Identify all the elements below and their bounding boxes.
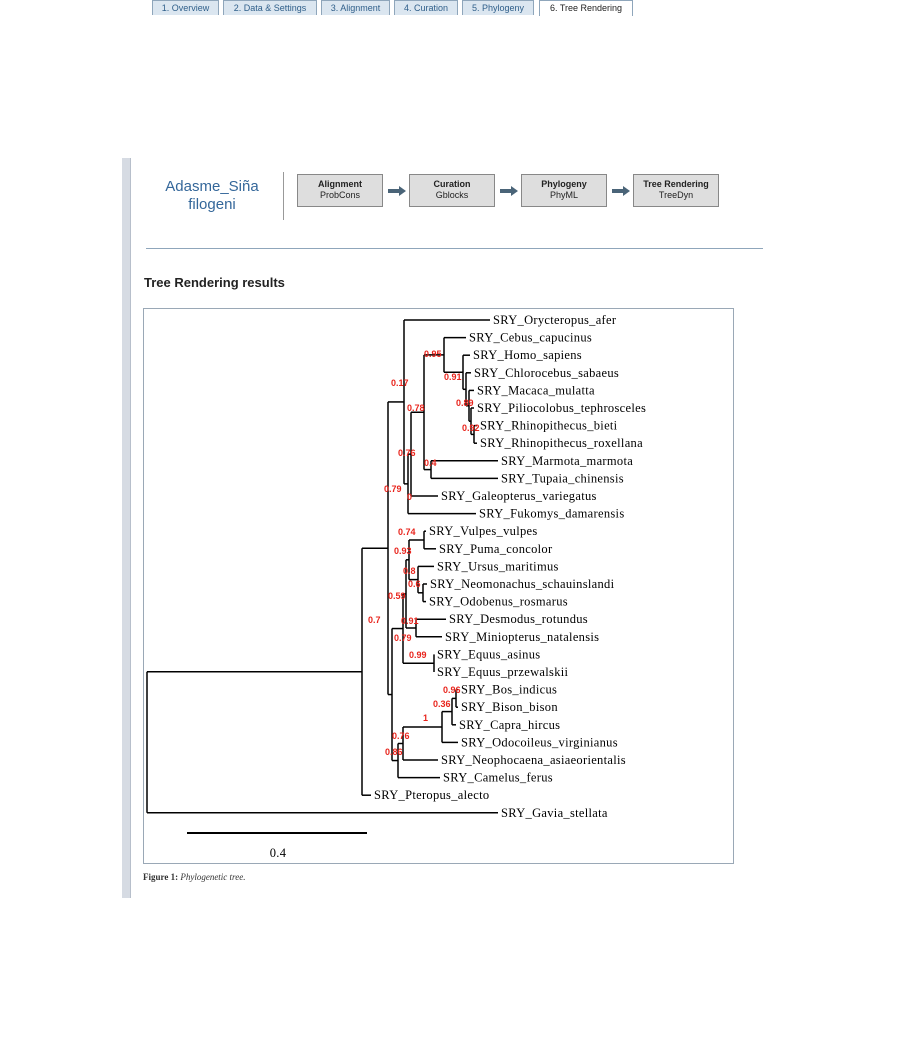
support-value-label: 0.7	[368, 615, 381, 625]
tree-leaf-label: SRY_Puma_concolor	[439, 542, 553, 556]
caption-text: Phylogenetic tree.	[180, 872, 246, 882]
tree-leaf-label: SRY_Neophocaena_asiaeorientalis	[441, 753, 626, 767]
brand-separator	[283, 172, 284, 220]
tree-leaf-label: SRY_Desmodus_rotundus	[449, 612, 588, 626]
pipeline-step-title: Tree Rendering	[643, 179, 709, 189]
tree-leaf-label: SRY_Odocoileus_virginianus	[461, 735, 618, 749]
support-value-label: 0.79	[394, 633, 412, 643]
caption-prefix: Figure 1:	[143, 872, 179, 882]
support-value-label: 0.92	[462, 423, 480, 433]
support-value-label: 0.86	[385, 747, 403, 757]
pipeline-step-tool: TreeDyn	[658, 190, 694, 200]
brand-line-1: Adasme_Siña	[165, 178, 259, 195]
support-value-label: 0.99	[409, 650, 427, 660]
support-value-label: 0	[407, 492, 412, 502]
tab-baseline	[146, 248, 763, 249]
figure-caption: Figure 1: Phylogenetic tree.	[143, 872, 245, 882]
tab-data-settings[interactable]: 2. Data & Settings	[223, 0, 317, 15]
left-border-bar	[122, 158, 131, 898]
tree-leaf-label: SRY_Chlorocebus_sabaeus	[474, 366, 619, 380]
support-value-label: 0.8	[403, 566, 416, 576]
tree-leaf-label: SRY_Rhinopithecus_roxellana	[480, 436, 643, 450]
tree-leaf-label: SRY_Ursus_maritimus	[437, 559, 559, 573]
support-value-label: 0.93	[394, 546, 412, 556]
pipeline-arrow-icon	[500, 186, 518, 196]
pipeline-step-tool: PhyML	[549, 190, 578, 200]
tab-alignment[interactable]: 3. Alignment	[321, 0, 390, 15]
tree-leaf-label: SRY_Miniopterus_natalensis	[445, 630, 599, 644]
pipeline-step-alignment[interactable]: Alignment ProbCons	[297, 174, 383, 207]
support-value-label: 0.78	[407, 403, 425, 413]
support-value-label: 0.89	[456, 398, 474, 408]
pipeline-step-title: Curation	[433, 179, 471, 189]
tree-leaf-label: SRY_Neomonachus_schauinslandi	[430, 577, 615, 591]
tree-leaf-label: SRY_Rhinopithecus_bieti	[480, 419, 618, 433]
tree-support-values: 0.95 0.91 0.89 0.92 0.17 0.78 0.76 0.4 0.79 0 0.74…	[368, 349, 480, 757]
tree-leaf-label: SRY_Homo_sapiens	[473, 348, 582, 362]
tree-leaf-label: SRY_Odobenus_rosmarus	[429, 595, 568, 609]
brand-title[interactable]: Adasme_Siña filogeni	[152, 178, 272, 214]
support-value-label: 0.4	[424, 458, 437, 468]
pipeline-step-title: Phylogeny	[541, 179, 587, 189]
tree-leaf-label: SRY_Vulpes_vulpes	[429, 524, 538, 538]
pipeline-arrow-icon	[388, 186, 406, 196]
support-value-label: 0.95	[424, 349, 442, 359]
support-value-label: 0.76	[398, 448, 416, 458]
tree-labels: SRY_Orycteropus_aferSRY_Cebus_capucinusS…	[374, 313, 646, 820]
tree-leaf-label: SRY_Piliocolobus_tephrosceles	[477, 401, 646, 415]
tree-leaf-label: SRY_Bos_indicus	[461, 683, 557, 697]
tree-leaf-label: SRY_Camelus_ferus	[443, 771, 553, 785]
tree-leaf-label: SRY_Galeopterus_variegatus	[441, 489, 597, 503]
tree-leaf-label: SRY_Equus_asinus	[437, 647, 540, 661]
tree-leaf-label: SRY_Capra_hircus	[459, 718, 560, 732]
tree-leaf-label: SRY_Cebus_capucinus	[469, 331, 592, 345]
tree-leaf-label: SRY_Gavia_stellata	[501, 806, 608, 820]
tree-leaf-label: SRY_Bison_bison	[461, 700, 558, 714]
tree-leaf-label: SRY_Marmota_marmota	[501, 454, 633, 468]
pipeline-step-tree-rendering[interactable]: Tree Rendering TreeDyn	[633, 174, 719, 207]
brand-line-2: filogeni	[188, 196, 236, 213]
tree-leaf-label: SRY_Pteropus_alecto	[374, 788, 489, 802]
support-value-label: 0.76	[392, 731, 410, 741]
pipeline-arrow-icon	[612, 186, 630, 196]
tab-curation[interactable]: 4. Curation	[394, 0, 458, 15]
tree-leaf-label: SRY_Orycteropus_afer	[493, 313, 617, 327]
support-value-label: 0.91	[401, 616, 419, 626]
support-value-label: 0.59	[388, 591, 406, 601]
tab-overview[interactable]: 1. Overview	[152, 0, 219, 15]
support-value-label: 0.74	[398, 527, 416, 537]
tree-leaf-label: SRY_Equus_przewalskii	[437, 665, 569, 679]
pipeline-step-tool: ProbCons	[319, 190, 361, 200]
tree-branches	[146, 319, 498, 814]
tab-phylogeny[interactable]: 5. Phylogeny	[462, 0, 534, 15]
pipeline-step-curation[interactable]: Curation Gblocks	[409, 174, 495, 207]
support-value-label: 0.17	[391, 378, 409, 388]
tree-leaf-label: SRY_Macaca_mulatta	[477, 383, 595, 397]
scale-bar-label: 0.4	[270, 846, 287, 860]
pipeline-step-phylogeny[interactable]: Phylogeny PhyML	[521, 174, 607, 207]
support-value-label: 0.96	[443, 685, 461, 695]
tree-figure	[143, 308, 734, 864]
pipeline-step-tool: Gblocks	[435, 190, 469, 200]
support-value-label: 0.79	[384, 484, 402, 494]
section-title: Tree Rendering results	[144, 275, 285, 290]
tab-tree-rendering[interactable]: 6. Tree Rendering	[539, 0, 633, 16]
support-value-label: 1	[423, 713, 428, 723]
tree-leaf-label: SRY_Tupaia_chinensis	[501, 471, 624, 485]
support-value-label: 0.91	[444, 372, 462, 382]
support-value-label: 0.36	[433, 699, 451, 709]
pipeline-step-title: Alignment	[318, 179, 362, 189]
tree-leaf-label: SRY_Fukomys_damarensis	[479, 507, 625, 521]
support-value-label: 0.6	[408, 579, 421, 589]
